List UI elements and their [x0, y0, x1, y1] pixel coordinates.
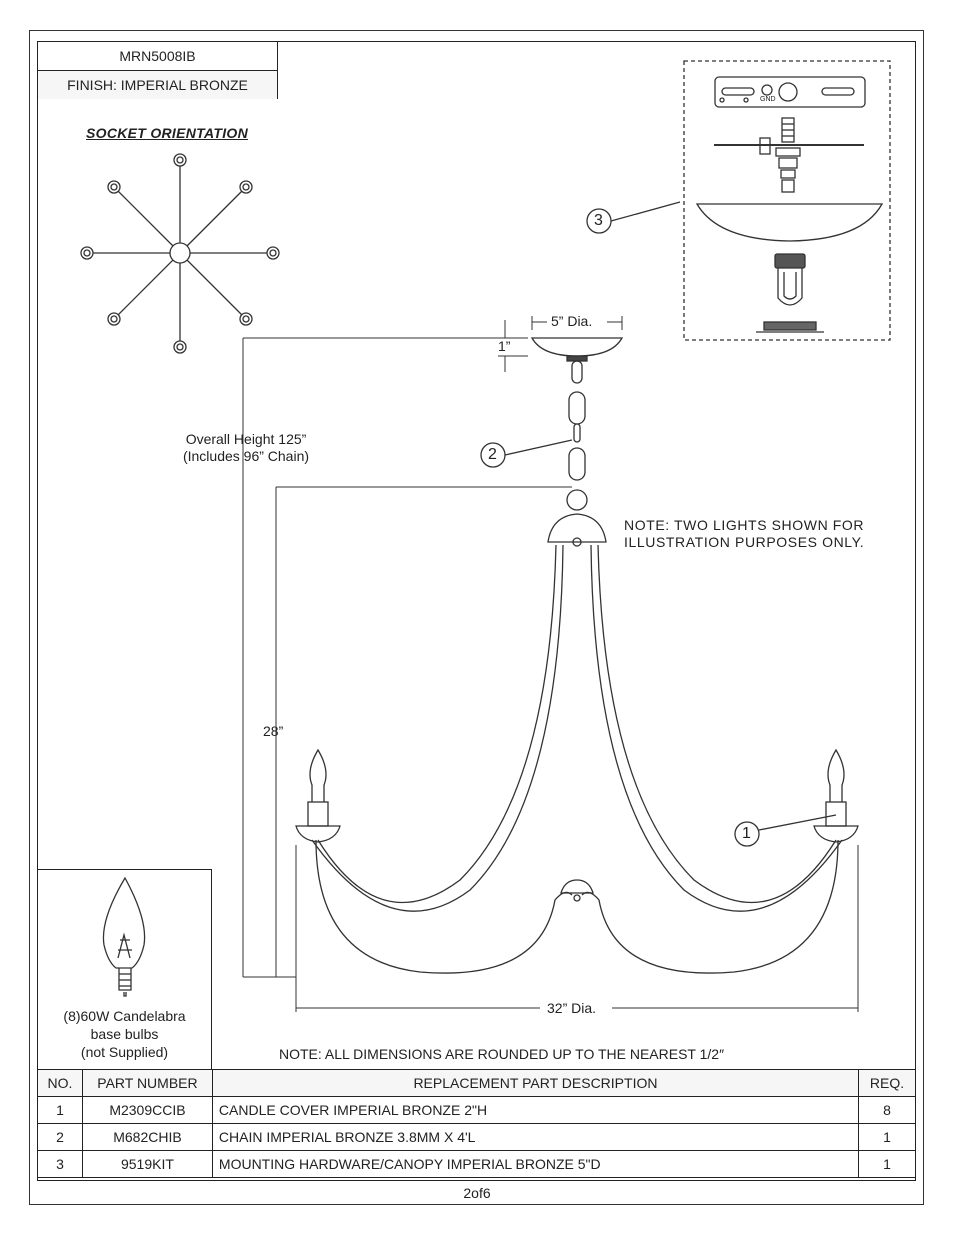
- dimensions-note: NOTE: ALL DIMENSIONS ARE ROUNDED UP TO T…: [279, 1046, 725, 1062]
- canopy: [530, 337, 624, 357]
- overall-height-line2: (Includes 96” Chain): [182, 448, 310, 464]
- row-req: 8: [858, 1096, 916, 1124]
- two-lights-note-line1: NOTE: TWO LIGHTS SHOWN FOR: [624, 517, 865, 533]
- header-no: NO.: [37, 1069, 83, 1097]
- bulb-caption-line2: base bulbs: [90, 1026, 159, 1042]
- row-no: 1: [37, 1096, 83, 1124]
- bulb-caption-line3: (not Supplied): [80, 1044, 169, 1060]
- row-no: 2: [37, 1123, 83, 1151]
- finish-label: FINISH: IMPERIAL BRONZE: [38, 70, 277, 99]
- left-candle: [295, 748, 341, 843]
- two-lights-note-line2: ILLUSTRATION PURPOSES ONLY.: [624, 534, 865, 550]
- bulb-caption-line1: (8)60W Candelabra: [63, 1008, 186, 1024]
- canopy-diameter-label: 5” Dia.: [551, 313, 593, 329]
- row-part-number: 9519KIT: [81, 1150, 213, 1178]
- page-outer-frame: [29, 30, 924, 1205]
- socket-orientation-title: SOCKET ORIENTATION: [86, 125, 248, 141]
- callout-1-number: 1: [742, 825, 751, 842]
- row-description: MOUNTING HARDWARE/CANOPY IMPERIAL BRONZE…: [211, 1150, 860, 1178]
- chain: [566, 360, 588, 511]
- overall-height-line1: Overall Height 125”: [185, 431, 307, 447]
- canopy-nut-detail: [756, 253, 824, 333]
- candelabra-bulb-drawing: [102, 876, 146, 997]
- mounting-screw-assembly: [714, 117, 864, 193]
- mounting-plate: [714, 76, 866, 108]
- canopy-height-label: 1”: [498, 338, 511, 354]
- callout-1-circle: [734, 821, 760, 847]
- row-no: 3: [37, 1150, 83, 1178]
- header-part-number: PART NUMBER: [81, 1069, 213, 1097]
- body-hub: [547, 513, 607, 543]
- bulb-caption: (8)60W Candelabra base bulbs (not Suppli…: [37, 1007, 212, 1061]
- body-height-label: 28”: [263, 723, 284, 739]
- row-description: CHAIN IMPERIAL BRONZE 3.8MM X 4'L: [211, 1123, 860, 1151]
- two-lights-note: NOTE: TWO LIGHTS SHOWN FOR ILLUSTRATION …: [624, 517, 864, 551]
- table-row: 1 M2309CCIB CANDLE COVER IMPERIAL BRONZE…: [37, 1096, 916, 1124]
- ground-label: GND: [760, 96, 776, 103]
- callout-3-number: 3: [594, 212, 603, 229]
- table-header-row: NO. PART NUMBER REPLACEMENT PART DESCRIP…: [37, 1069, 916, 1097]
- right-candle: [813, 748, 859, 843]
- row-part-number: M682CHIB: [81, 1123, 213, 1151]
- model-info-box: MRN5008IB FINISH: IMPERIAL BRONZE: [37, 41, 278, 99]
- fixture-diameter-label: 32” Dia.: [547, 1000, 597, 1016]
- header-description: REPLACEMENT PART DESCRIPTION: [211, 1069, 860, 1097]
- row-req: 1: [858, 1150, 916, 1178]
- row-description: CANDLE COVER IMPERIAL BRONZE 2"H: [211, 1096, 860, 1124]
- chandelier-arms: [311, 544, 843, 974]
- overall-height-label: Overall Height 125” (Includes 96” Chain): [166, 431, 326, 465]
- model-number: MRN5008IB: [119, 48, 196, 64]
- page-number: 2of6: [463, 1185, 491, 1201]
- mounting-hardware-box: [683, 60, 891, 341]
- row-part-number: M2309CCIB: [81, 1096, 213, 1124]
- socket-orientation-diagram: [80, 153, 280, 354]
- page-inner-frame: [37, 41, 916, 1181]
- row-req: 1: [858, 1123, 916, 1151]
- dimension-lines: [242, 316, 859, 1012]
- replacement-parts-table: NO. PART NUMBER REPLACEMENT PART DESCRIP…: [37, 1069, 916, 1178]
- header-req: REQ.: [858, 1069, 916, 1097]
- table-row: 3 9519KIT MOUNTING HARDWARE/CANOPY IMPER…: [37, 1150, 916, 1178]
- canopy-detail: [695, 203, 884, 242]
- table-row: 2 M682CHIB CHAIN IMPERIAL BRONZE 3.8MM X…: [37, 1123, 916, 1151]
- bulb-info-box: (8)60W Candelabra base bulbs (not Suppli…: [37, 869, 212, 1070]
- callout-2-number: 2: [488, 446, 497, 463]
